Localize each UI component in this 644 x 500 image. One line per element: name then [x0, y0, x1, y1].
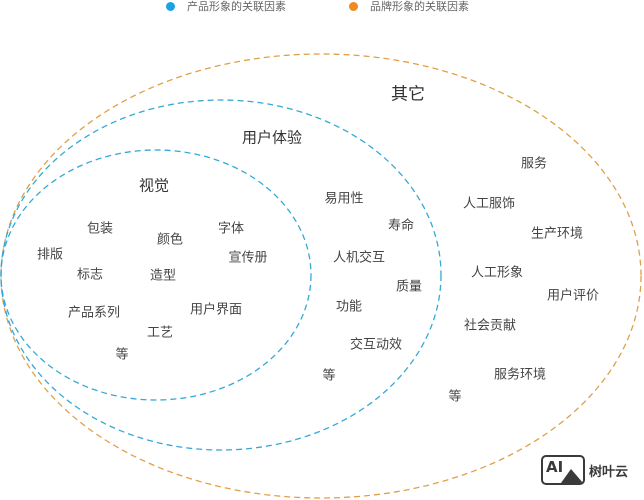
other-item: 社会贡献 — [463, 318, 517, 334]
boundary-ux — [0, 99, 442, 451]
region-title-ux: 用户体验 — [241, 128, 303, 147]
legend-label-product: 产品形象的关联因素 — [187, 0, 286, 13]
other-item: 服务 — [520, 156, 548, 172]
visual-item: 包装 — [86, 221, 114, 237]
visual-item: 用户界面 — [189, 302, 243, 318]
legend: 产品形象的关联因素 品牌形象的关联因素 — [0, 0, 644, 16]
visual-item: 宣传册 — [228, 250, 268, 266]
visual-item: 工艺 — [146, 325, 174, 341]
visual-item: 产品系列 — [67, 305, 121, 321]
legend-label-brand: 品牌形象的关联因素 — [370, 0, 469, 13]
other-item: 用户评价 — [546, 288, 600, 304]
region-title-visual: 视觉 — [138, 176, 170, 195]
legend-item-brand: 品牌形象的关联因素 — [349, 0, 469, 13]
other-item: 人工服饰 — [462, 196, 516, 212]
visual-item: 字体 — [217, 221, 245, 237]
boundary-other — [0, 53, 642, 499]
ux-item: 功能 — [335, 299, 363, 315]
legend-item-product: 产品形象的关联因素 — [166, 0, 286, 13]
ux-item: 易用性 — [324, 191, 364, 207]
watermark-logo: AI 树叶云 — [541, 455, 628, 485]
legend-dot-product-icon — [166, 1, 175, 11]
mountain-icon — [561, 469, 583, 483]
ux-item: 质量 — [395, 279, 423, 295]
ux-item: 等 — [322, 368, 336, 384]
other-item: 等 — [448, 389, 462, 405]
visual-item: 标志 — [76, 267, 104, 283]
visual-item: 等 — [115, 347, 129, 363]
other-item: 生产环境 — [530, 226, 584, 242]
legend-dot-brand-icon — [349, 1, 358, 11]
ai-image-icon: AI — [541, 455, 585, 485]
other-item: 服务环境 — [493, 367, 547, 383]
region-title-other: 其它 — [391, 84, 425, 105]
watermark-name: 树叶云 — [589, 464, 629, 480]
ux-item: 交互动效 — [349, 337, 403, 353]
visual-item: 造型 — [149, 268, 177, 284]
ux-item: 人机交互 — [332, 250, 386, 266]
ux-item: 寿命 — [387, 218, 415, 234]
visual-item: 颜色 — [156, 232, 184, 248]
visual-item: 排版 — [36, 247, 64, 263]
other-item: 人工形象 — [470, 265, 524, 281]
boundary-visual — [0, 149, 312, 401]
